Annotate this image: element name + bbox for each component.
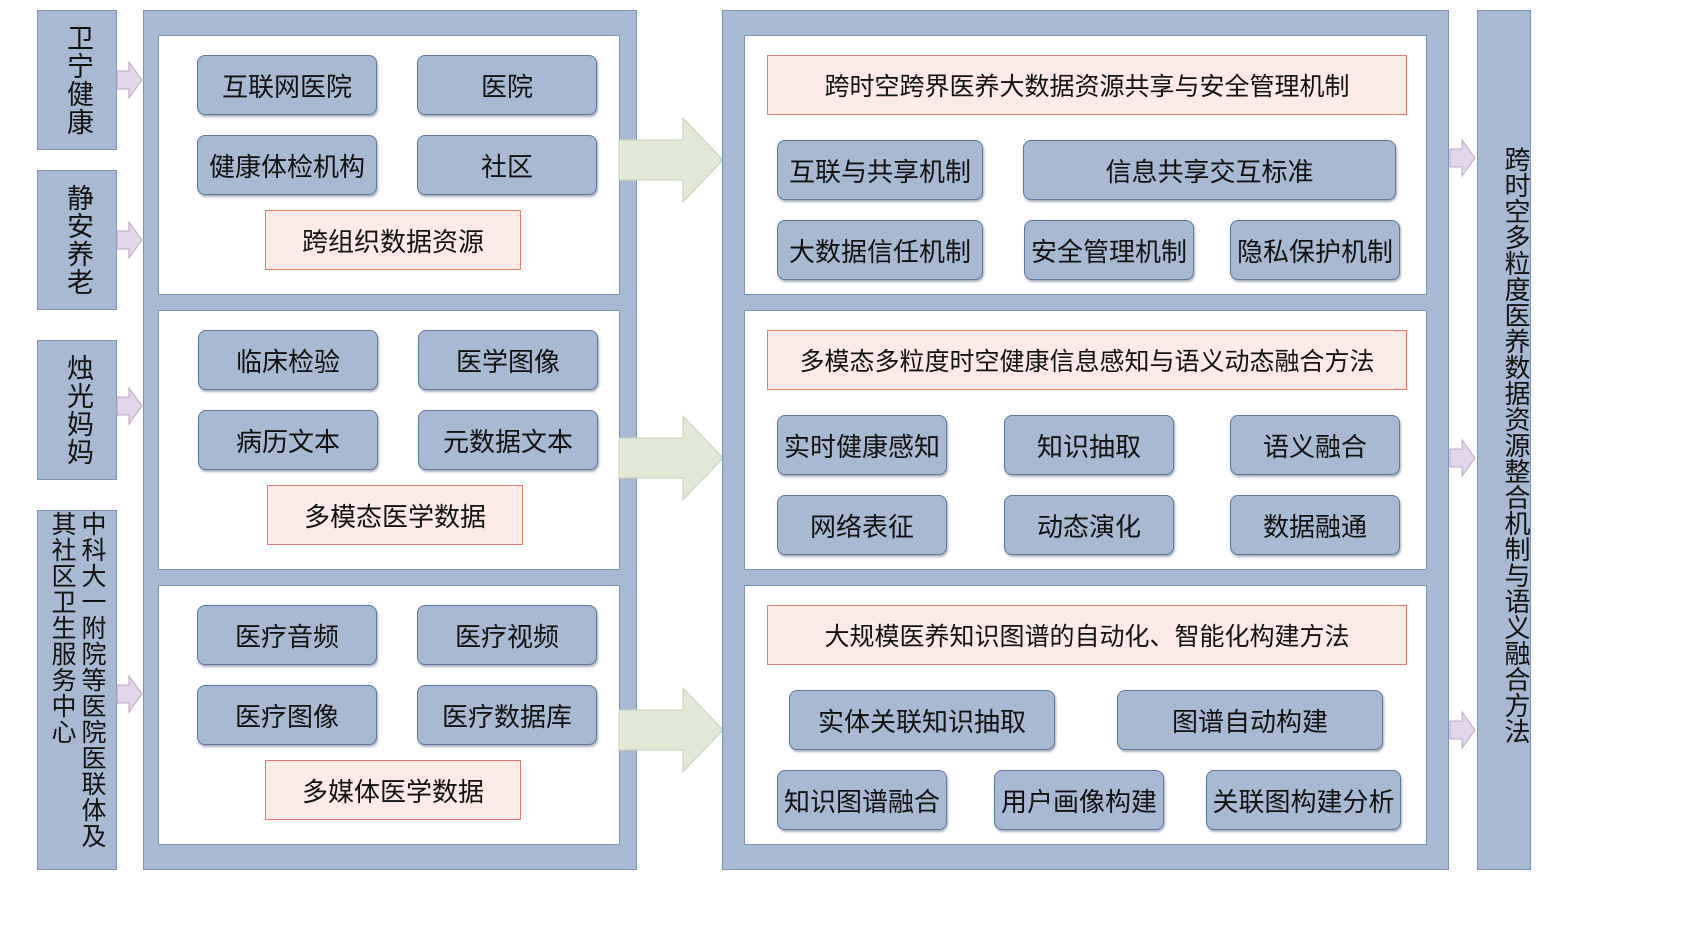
tag-multimodal-fusion: 多模态多粒度时空健康信息感知与语义动态融合方法 xyxy=(767,330,1407,390)
item-health-checkup: 健康体检机构 xyxy=(197,135,377,195)
item-medical-record-text: 病历文本 xyxy=(198,410,378,470)
flow-arrow-1 xyxy=(618,116,724,204)
output-arrow-1 xyxy=(1449,138,1476,178)
item-internet-hospital: 互联网医院 xyxy=(197,55,377,115)
tag-cross-org-data: 跨组织数据资源 xyxy=(265,210,521,270)
item-network-representation: 网络表征 xyxy=(777,495,947,555)
item-dynamic-evolution: 动态演化 xyxy=(1004,495,1174,555)
item-data-integration: 数据融通 xyxy=(1230,495,1400,555)
source-arrow-3 xyxy=(116,386,143,426)
tag-multimodal-data: 多模态医学数据 xyxy=(267,485,523,545)
item-community: 社区 xyxy=(417,135,597,195)
item-knowledge-extraction: 知识抽取 xyxy=(1004,415,1174,475)
item-interconnect-sharing: 互联与共享机制 xyxy=(777,140,983,200)
item-medical-picture: 医疗图像 xyxy=(197,685,377,745)
source-jingan: 静安养老 xyxy=(37,170,117,310)
item-hospital: 医院 xyxy=(417,55,597,115)
item-medical-video: 医疗视频 xyxy=(417,605,597,665)
output-arrow-3 xyxy=(1449,710,1476,750)
item-clinical-test: 临床检验 xyxy=(198,330,378,390)
item-entity-relation-extraction: 实体关联知识抽取 xyxy=(789,690,1055,750)
tag-multimedia-data: 多媒体医学数据 xyxy=(265,760,521,820)
flow-arrow-2 xyxy=(618,414,724,502)
item-kg-fusion: 知识图谱融合 xyxy=(777,770,947,830)
item-medical-audio: 医疗音频 xyxy=(197,605,377,665)
output-arrow-2 xyxy=(1449,438,1476,478)
output-integration-method: 跨时空多粒度医养数据资源整合机制与语义融合方法 xyxy=(1477,10,1531,870)
source-arrow-4 xyxy=(116,674,143,714)
item-medical-image: 医学图像 xyxy=(418,330,598,390)
item-security-management: 安全管理机制 xyxy=(1024,220,1194,280)
tag-sharing-security: 跨时空跨界医养大数据资源共享与安全管理机制 xyxy=(767,55,1407,115)
item-graph-auto-build: 图谱自动构建 xyxy=(1117,690,1383,750)
source-zhuguang: 烛光妈妈 xyxy=(37,340,117,480)
item-realtime-sensing: 实时健康感知 xyxy=(777,415,947,475)
source-weining: 卫宁健康 xyxy=(37,10,117,150)
tag-knowledge-graph: 大规模医养知识图谱的自动化、智能化构建方法 xyxy=(767,605,1407,665)
item-privacy-protection: 隐私保护机制 xyxy=(1230,220,1400,280)
item-relation-graph-analysis: 关联图构建分析 xyxy=(1206,770,1401,830)
item-medical-database: 医疗数据库 xyxy=(417,685,597,745)
item-info-exchange-standard: 信息共享交互标准 xyxy=(1023,140,1396,200)
source-hospital-alliance: 中科大一附院等医院医联体及其社区卫生服务中心 xyxy=(37,510,117,870)
source-arrow-2 xyxy=(116,220,143,260)
item-user-profile: 用户画像构建 xyxy=(994,770,1164,830)
source-arrow-1 xyxy=(116,60,143,100)
item-metadata-text: 元数据文本 xyxy=(418,410,598,470)
flow-arrow-3 xyxy=(618,686,724,774)
item-semantic-fusion: 语义融合 xyxy=(1230,415,1400,475)
item-big-data-trust: 大数据信任机制 xyxy=(777,220,983,280)
